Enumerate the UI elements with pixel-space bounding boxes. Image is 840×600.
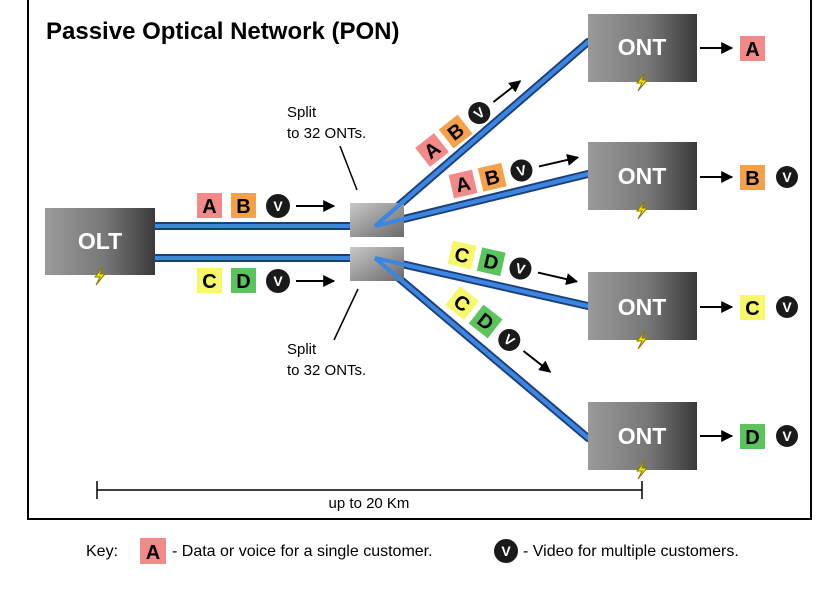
branch-3-labels: C D V: [447, 240, 579, 285]
ont-4-output: D V: [700, 424, 798, 449]
branch-2-labels: A B V: [448, 154, 580, 199]
olt-label: OLT: [78, 228, 122, 254]
svg-text:V: V: [782, 428, 792, 444]
ont-box-3: ONT: [588, 272, 697, 350]
key-data-desc: - Data or voice for a single customer.: [172, 543, 433, 560]
svg-text:to 32 ONTs.: to 32 ONTs.: [287, 125, 366, 142]
branch-4-labels: C D V: [445, 286, 552, 373]
olt-bottom-labels: C D V: [197, 268, 336, 293]
diagram-frame: [27, 0, 812, 520]
arrow-icon: [492, 80, 522, 103]
svg-text:Split: Split: [287, 341, 317, 358]
svg-text:A: A: [202, 196, 216, 218]
svg-text:D: D: [481, 250, 500, 275]
ont-box-2: ONT: [588, 142, 697, 220]
key-video-desc: - Video for multiple customers.: [523, 543, 739, 560]
svg-text:V: V: [273, 273, 283, 289]
svg-text:ONT: ONT: [618, 294, 667, 320]
branch-1-labels: A B V: [415, 80, 522, 167]
svg-text:A: A: [146, 542, 160, 564]
svg-text:V: V: [515, 162, 528, 180]
svg-text:V: V: [501, 543, 511, 559]
fiber-lines: [151, 38, 592, 442]
svg-text:V: V: [273, 198, 283, 214]
distance-scale: up to 20 Km: [96, 481, 643, 512]
ont-box-1: ONT: [588, 14, 697, 92]
diagram-title: Passive Optical Network (PON): [46, 18, 399, 45]
svg-text:ONT: ONT: [618, 34, 667, 60]
svg-text:B: B: [236, 196, 250, 218]
svg-text:V: V: [782, 299, 792, 315]
svg-text:V: V: [514, 260, 527, 278]
olt-box: OLT: [45, 208, 155, 286]
ont-2-output: B V: [700, 165, 798, 190]
svg-text:D: D: [236, 271, 250, 293]
arrow-icon: [538, 154, 580, 168]
split-note-bottom: Split to 32 ONTs.: [287, 288, 366, 379]
key-legend: Key: A - Data or voice for a single cust…: [86, 538, 739, 564]
svg-text:V: V: [782, 169, 792, 185]
key-label: Key:: [86, 543, 118, 560]
svg-text:ONT: ONT: [618, 163, 667, 189]
svg-text:C: C: [745, 298, 759, 320]
svg-text:C: C: [452, 244, 471, 269]
svg-text:to 32 ONTs.: to 32 ONTs.: [287, 362, 366, 379]
split-note-top: Split to 32 ONTs.: [287, 104, 366, 191]
svg-text:C: C: [202, 271, 216, 293]
ont-box-4: ONT: [588, 402, 697, 480]
ont-3-output: C V: [700, 295, 798, 320]
arrow-icon: [522, 350, 552, 373]
ont-1-output: A: [700, 36, 765, 61]
svg-text:B: B: [745, 168, 759, 190]
svg-text:A: A: [454, 173, 473, 198]
arrow-icon: [537, 271, 579, 285]
svg-text:ONT: ONT: [618, 423, 667, 449]
svg-text:Split: Split: [287, 104, 317, 121]
svg-text:A: A: [745, 39, 759, 61]
svg-text:B: B: [483, 166, 502, 191]
olt-top-labels: A B V: [197, 193, 336, 218]
distance-label: up to 20 Km: [329, 495, 410, 512]
svg-text:D: D: [745, 427, 759, 449]
